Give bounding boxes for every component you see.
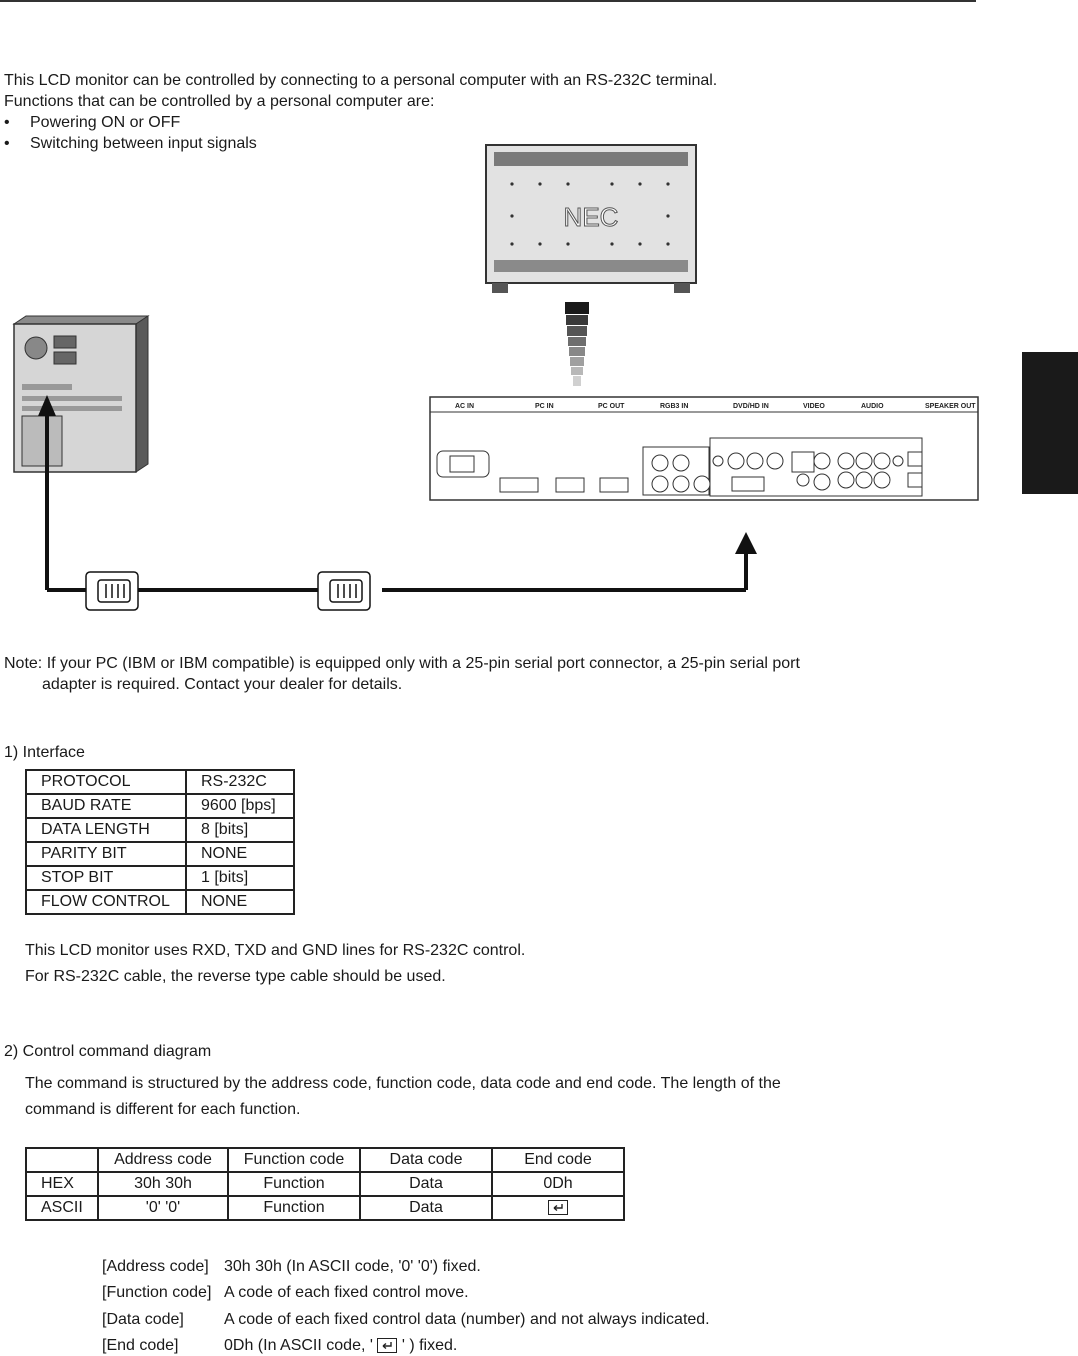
note-line-2: adapter is required. Contact your dealer…: [42, 676, 403, 693]
top-rule: [0, 0, 976, 2]
arrow-up-panel: [735, 532, 757, 554]
table-cell: HEX: [25, 1171, 99, 1197]
panel-label: PC IN: [535, 403, 554, 410]
definition-key: [Data code]: [102, 1311, 184, 1328]
command-table: Address code Function code Data code End…: [25, 1147, 625, 1221]
monitor-illustration: NEC: [485, 144, 697, 293]
command-heading: 2) Control command diagram: [4, 1043, 212, 1060]
definition-value: A code of each fixed control move.: [224, 1284, 469, 1301]
table-row: ASCII '0' '0' Function Data: [25, 1195, 625, 1221]
definition-value: A code of each fixed control data (numbe…: [224, 1311, 710, 1328]
table-cell: 9600 [bps]: [185, 793, 295, 819]
side-tab: [1022, 352, 1078, 494]
table-cell: 1 [bits]: [185, 865, 295, 891]
table-cell: BAUD RATE: [25, 793, 187, 819]
table-cell: Function: [227, 1195, 361, 1221]
table-header-row: Address code Function code Data code End…: [25, 1147, 625, 1173]
table-cell: [25, 1147, 99, 1173]
definition-value-pre: 0Dh (In ASCII code, ': [224, 1337, 373, 1354]
interface-heading: 1) Interface: [4, 744, 85, 761]
enter-key-icon: [548, 1200, 568, 1216]
table-cell: PROTOCOL: [25, 769, 187, 795]
definition-key: [Function code]: [102, 1284, 212, 1301]
zoom-wedge: [565, 302, 589, 386]
table-cell: Address code: [97, 1147, 229, 1173]
interface-note-1: This LCD monitor uses RXD, TXD and GND l…: [25, 942, 526, 959]
table-cell: FLOW CONTROL: [25, 889, 187, 915]
intro-line-1: This LCD monitor can be controlled by co…: [4, 72, 718, 89]
table-cell: 0Dh: [491, 1171, 625, 1197]
table-cell: 30h 30h: [97, 1171, 229, 1197]
definition-key: [End code]: [102, 1337, 179, 1354]
table-cell: Data: [359, 1195, 493, 1221]
intro-line-2: Functions that can be controlled by a pe…: [4, 93, 435, 110]
panel-label: RGB3 IN: [660, 403, 688, 410]
note-line-1: Note: If your PC (IBM or IBM compatible)…: [4, 655, 800, 672]
monitor-logo: NEC: [564, 202, 619, 232]
enter-key-icon: [377, 1338, 398, 1354]
panel-label: DVD/HD IN: [733, 403, 769, 410]
table-cell: NONE: [185, 889, 295, 915]
definition-key: [Address code]: [102, 1258, 209, 1275]
db9-connector: [317, 571, 371, 611]
pc-illustration: [12, 315, 150, 473]
table-cell: Data code: [359, 1147, 493, 1173]
table-cell: Function code: [227, 1147, 361, 1173]
definition-value: 30h 30h (In ASCII code, '0' '0') fixed.: [224, 1258, 481, 1275]
table-cell: '0' '0': [97, 1195, 229, 1221]
panel-label: SPEAKER OUT: [925, 403, 976, 410]
interface-note-2: For RS-232C cable, the reverse type cabl…: [25, 968, 446, 985]
table-cell: PARITY BIT: [25, 841, 187, 867]
table-cell: Function: [227, 1171, 361, 1197]
arrow-up-pc: [38, 395, 56, 416]
definition-value-post: ' ) fixed.: [401, 1337, 458, 1354]
rs232c-cable: [45, 410, 748, 592]
bullet-text: Powering ON or OFF: [30, 114, 181, 131]
connector-panel: AC IN PC IN PC OUT RGB3 IN DVD/HD IN VIDEO AUD…: [429, 396, 979, 501]
panel-label: AUDIO: [861, 403, 884, 410]
panel-label: VIDEO: [803, 403, 825, 410]
table-cell: 8 [bits]: [185, 817, 295, 843]
table-row: HEX 30h 30h Function Data 0Dh: [25, 1171, 625, 1197]
definition-value: 0Dh (In ASCII code, ' ' ) fixed.: [224, 1335, 457, 1356]
table-cell: NONE: [185, 841, 295, 867]
panel-label: PC OUT: [598, 403, 625, 410]
table-cell: STOP BIT: [25, 865, 187, 891]
bullet-item: •Powering ON or OFF: [4, 114, 181, 131]
table-cell: [491, 1195, 625, 1221]
command-desc-2: command is different for each function.: [25, 1101, 301, 1118]
bullet-item: •Switching between input signals: [4, 135, 257, 152]
connection-diagram: NEC AC IN PC IN PC OUT RGB3 IN DVD/HD IN VIDE…: [12, 144, 979, 611]
table-cell: End code: [491, 1147, 625, 1173]
db9-connector: [85, 571, 139, 611]
table-cell: ASCII: [25, 1195, 99, 1221]
table-cell: DATA LENGTH: [25, 817, 187, 843]
command-desc-1: The command is structured by the address…: [25, 1075, 781, 1092]
table-cell: RS-232C: [185, 769, 295, 795]
panel-label: AC IN: [455, 403, 474, 410]
table-cell: Data: [359, 1171, 493, 1197]
bullet-text: Switching between input signals: [30, 135, 257, 152]
